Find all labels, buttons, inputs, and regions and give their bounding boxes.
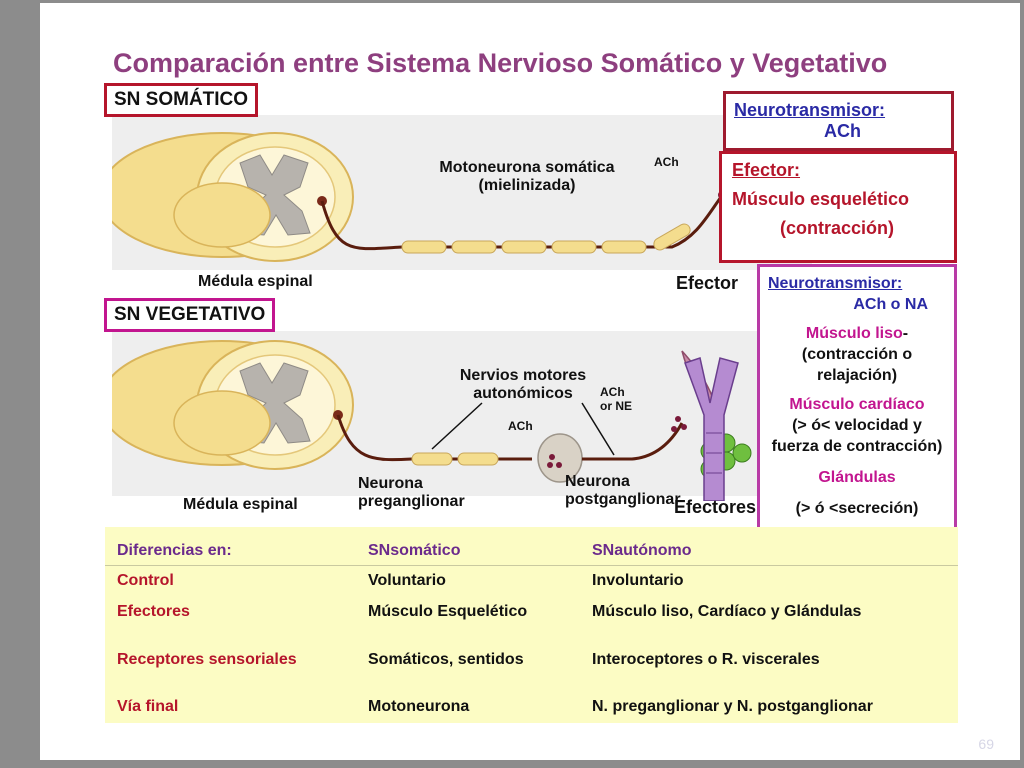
- table-row-control-key: Control: [117, 572, 174, 589]
- glands-title: Glándulas: [818, 469, 896, 486]
- smooth-line1: (contracción o: [801, 346, 913, 363]
- cardiac-line1: (> ó< velocidad y: [792, 417, 922, 434]
- autonomic-nerves-line1: Nervios motores: [459, 367, 587, 384]
- veg-nt-value: ACh o NA: [853, 296, 928, 313]
- somatic-diagram: [112, 115, 812, 270]
- somatic-ach-label: ACh: [654, 155, 679, 169]
- postganglionic-label: Neurona postganglionar: [565, 473, 681, 509]
- motoneuron-label-line1: Motoneurona somática: [439, 159, 615, 176]
- vegetative-spinal-cord-label: Médula espinal: [183, 496, 298, 513]
- vegetative-label-text: SN VEGETATIVO: [114, 304, 266, 325]
- slide-title: Comparación entre Sistema Nervioso Somát…: [113, 48, 888, 78]
- table-row-receptors-key: Receptores sensoriales: [117, 651, 297, 668]
- table-row-control-autonomic: Involuntario: [592, 572, 684, 589]
- cardiac-title: Músculo cardíaco: [789, 396, 925, 413]
- table-row-effectors-key: Efectores: [117, 603, 190, 620]
- smooth-muscle-title-text: Músculo liso: [805, 325, 903, 342]
- comparison-table: Diferencias en: SNsomático SNautónomo Co…: [105, 527, 958, 723]
- somatic-effector-title: Efector:: [732, 160, 801, 180]
- somatic-effector-label: Efector: [676, 273, 739, 293]
- somatic-effector-box: Efector: Músculo esquelético (contracció…: [719, 151, 957, 263]
- terminal-ach-label: ACh or NE: [600, 385, 632, 413]
- table-row-control-somatic: Voluntario: [368, 572, 446, 589]
- veg-nt-title: Neurotransmisor:: [768, 275, 903, 292]
- vegetative-diagram: [112, 331, 762, 496]
- somatic-effector-value: Músculo esquelético: [732, 189, 910, 209]
- somatic-label: SN SOMÁTICO: [104, 83, 259, 117]
- table-header-criterion: Diferencias en:: [117, 542, 232, 559]
- ganglion-icon: [537, 433, 583, 483]
- table-header-somatic: SNsomático: [368, 542, 461, 559]
- spinal-cord-icon: [112, 340, 354, 470]
- table-row-final-path-key: Vía final: [117, 698, 179, 715]
- somatic-neurotransmitter-box: Neurotransmisor: ACh: [723, 91, 954, 151]
- terminal-ach-line2: or NE: [600, 399, 633, 413]
- cardiac-line2: fuerza de contracción): [771, 438, 943, 455]
- table-row-receptors-autonomic: Interoceptores o R. viscerales: [592, 651, 820, 668]
- somatic-label-text: SN SOMÁTICO: [114, 89, 249, 110]
- table-row-receptors-somatic: Somáticos, sentidos: [368, 651, 524, 668]
- autonomic-nerves-label: Nervios motores autonómicos: [448, 367, 598, 403]
- ganglion-ach-label: ACh: [508, 419, 533, 433]
- page-number: 69: [978, 736, 994, 752]
- vegetative-info-box: Neurotransmisor: ACh o NA Músculo liso- …: [757, 264, 957, 535]
- slide: Comparación entre Sistema Nervioso Somát…: [40, 3, 1020, 760]
- table-header-autonomic: SNautónomo: [592, 542, 692, 559]
- smooth-muscle-title: Músculo liso-: [768, 323, 946, 344]
- smooth-muscle-dash: -: [902, 325, 909, 342]
- somatic-spinal-cord-label: Médula espinal: [198, 273, 313, 290]
- somatic-effector-action: (contracción): [780, 218, 895, 238]
- blood-vessel-icon: [684, 357, 739, 501]
- motoneuron-label: Motoneurona somática (mielinizada): [437, 159, 617, 195]
- somatic-nt-value: ACh: [824, 121, 861, 141]
- motoneuron-label-line2: (mielinizada): [478, 177, 576, 194]
- postganglionic-line2: postganglionar: [565, 491, 681, 508]
- effectors-label: Efectores: [674, 497, 757, 517]
- preganglionic-line2: preganglionar: [358, 493, 465, 510]
- terminal-ach-line1: ACh: [600, 385, 625, 399]
- table-row-effectors-autonomic: Músculo liso, Cardíaco y Glándulas: [592, 603, 862, 620]
- somatic-nt-title: Neurotransmisor:: [734, 100, 886, 120]
- table-row-final-path-somatic: Motoneurona: [368, 698, 470, 715]
- spinal-cord-icon: [112, 132, 354, 262]
- glands-line: (> ó <secreción): [795, 500, 919, 517]
- autonomic-nerves-line2: autonómicos: [473, 385, 573, 402]
- smooth-line2: relajación): [816, 367, 898, 384]
- table-row-final-path-autonomic: N. preganglionar y N. postganglionar: [592, 698, 873, 715]
- preganglionic-line1: Neurona: [358, 475, 423, 492]
- postganglionic-line1: Neurona: [565, 473, 630, 490]
- preganglionic-label: Neurona preganglionar: [358, 475, 465, 511]
- table-row-effectors-somatic: Músculo Esquelético: [368, 603, 528, 620]
- table-header-divider: [105, 565, 958, 566]
- vegetative-label: SN VEGETATIVO: [104, 298, 276, 332]
